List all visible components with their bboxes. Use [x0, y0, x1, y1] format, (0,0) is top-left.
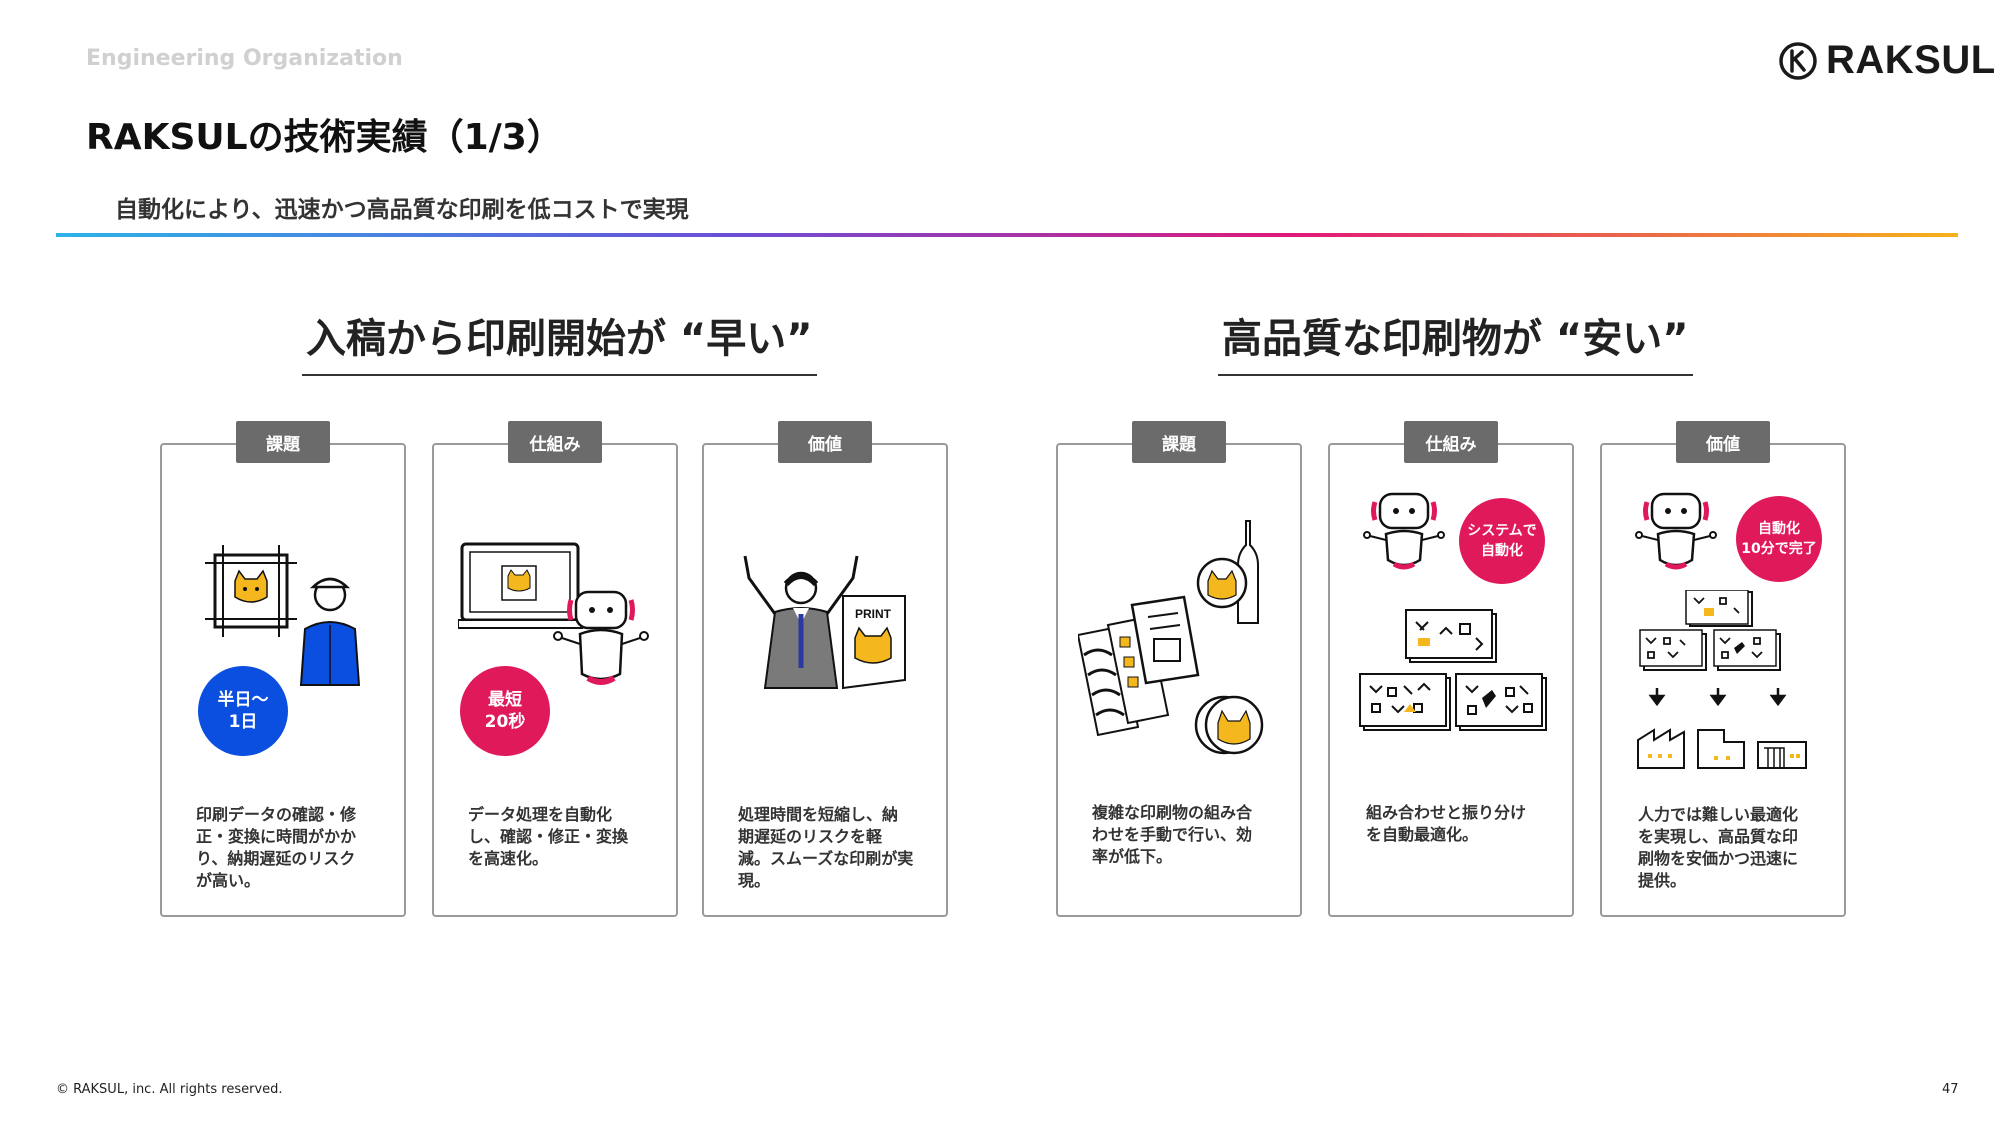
page-number: 47: [1942, 1082, 1959, 1097]
card-description: 複雑な印刷物の組み合 わせを手動で行い、効 率が低下。: [1092, 802, 1272, 868]
text-line: データ処理を自動化: [468, 805, 613, 824]
badge-line-1: 半日〜: [217, 690, 269, 710]
text-line: 複雑な印刷物の組み合: [1092, 803, 1253, 822]
text-line: 減。スムーズな印刷が実: [738, 849, 914, 868]
card-left-challenge: [160, 443, 406, 917]
framed-cat-worker-illustration: [205, 545, 361, 686]
text-line: を高速化。: [468, 849, 549, 868]
text-line: 刷物を安価かつ迅速に: [1638, 849, 1799, 868]
tag-challenge: 課題: [236, 421, 330, 463]
text-line: 率が低下。: [1092, 847, 1173, 866]
tag-value: 価値: [778, 421, 872, 463]
speed-badge: 最短 20秒: [460, 666, 550, 756]
badge-line-2: 10分で完了: [1741, 541, 1817, 557]
text-line: 提供。: [1638, 871, 1687, 890]
text-line: 現。: [738, 871, 771, 890]
tag-value: 価値: [1676, 421, 1770, 463]
badge-line-2: 1日: [228, 712, 258, 732]
laptop-robot-illustration: [458, 542, 649, 685]
text-line: 組み合わせと振り分け: [1366, 803, 1527, 822]
page-subtitle: 自動化により、迅速かつ高品質な印刷を低コストで実現: [115, 197, 689, 223]
badge-line-1: 最短: [488, 690, 522, 710]
text-line: 期遅延のリスクを軽: [738, 827, 883, 846]
tag-challenge: 課題: [1132, 421, 1226, 463]
text-line: 正・変換に時間がかか: [196, 827, 357, 846]
print-label: PRINT: [855, 607, 892, 621]
text-line: 印刷データの確認・修: [196, 805, 357, 824]
raksul-mark-icon: [1779, 41, 1817, 80]
text-line: 人力では難しい最適化: [1638, 805, 1799, 824]
tag-mechanism: 仕組み: [1404, 421, 1498, 463]
right-panel-heading: 高品質な印刷物が “安い”: [1218, 306, 1693, 376]
left-panel-heading: 入稿から印刷開始が “早い”: [302, 306, 817, 376]
text-line: 処理時間を短縮し、納: [738, 805, 899, 824]
card-description: 組み合わせと振り分け を自動最適化。: [1366, 802, 1546, 846]
robot-icon: [1363, 492, 1445, 570]
badge-line-1: 自動化: [1758, 521, 1800, 537]
badge-line-2: 20秒: [484, 712, 526, 732]
sheets-to-factories-illustration: [1637, 590, 1807, 769]
section-label: Engineering Organization: [86, 46, 403, 71]
gradient-divider: [56, 233, 1958, 237]
text-line: わせを手動で行い、効: [1092, 825, 1253, 844]
badge-line-1: システムで: [1467, 523, 1537, 539]
card-description: 印刷データの確認・修 正・変換に時間がかか り、納期遅延のリスク が高い。: [196, 804, 376, 892]
page-title: RAKSULの技術実績（1/3）: [86, 117, 563, 158]
card-description: 人力では難しい最適化 を実現し、高品質な印 刷物を安価かつ迅速に 提供。: [1638, 804, 1818, 892]
card-description: データ処理を自動化 し、確認・修正・変換 を高速化。: [468, 804, 648, 870]
text-line: し、確認・修正・変換: [468, 827, 629, 846]
raksul-logo: RAKSUL: [1778, 38, 1996, 83]
duration-badge: 半日〜 1日: [198, 666, 288, 756]
badge-line-2: 自動化: [1481, 543, 1523, 559]
completion-badge: 自動化 10分で完了: [1736, 496, 1822, 582]
text-line: を実現し、高品質な印: [1638, 827, 1799, 846]
copyright: © RAKSUL, inc. All rights reserved.: [56, 1082, 283, 1097]
card-description: 処理時間を短縮し、納 期遅延のリスクを軽 減。スムーズな印刷が実 現。: [738, 804, 918, 892]
happy-businessman-print-illustration: PRINT: [743, 555, 906, 690]
text-line: り、納期遅延のリスク: [196, 849, 356, 868]
text-line: を自動最適化。: [1366, 825, 1479, 844]
logo-wordmark: RAKSUL: [1826, 38, 1996, 82]
mixed-print-items-illustration: [1078, 520, 1264, 755]
optimized-print-sheets-illustration: [1359, 609, 1547, 731]
tag-mechanism: 仕組み: [508, 421, 602, 463]
automation-badge: システムで 自動化: [1459, 498, 1545, 584]
robot-icon: [1635, 492, 1717, 570]
text-line: が高い。: [196, 871, 261, 890]
